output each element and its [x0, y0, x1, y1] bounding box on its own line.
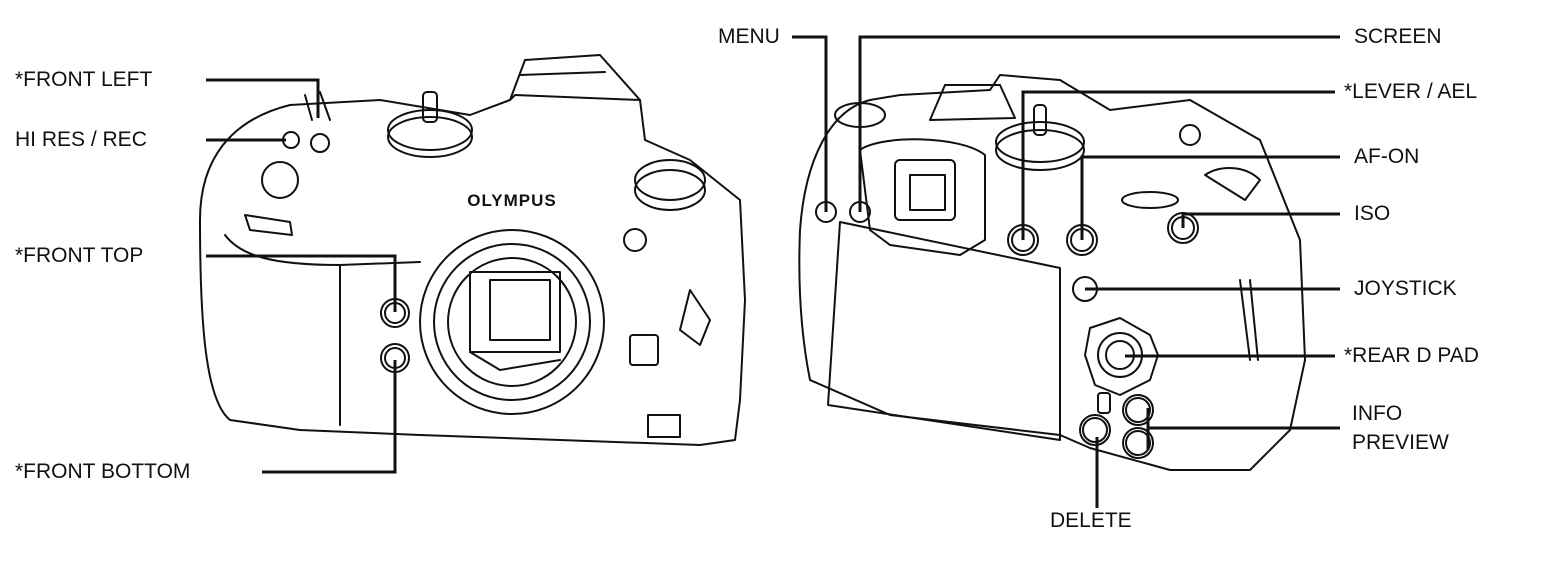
- label-preview: PREVIEW: [1352, 431, 1449, 454]
- label-info: INFO: [1352, 402, 1403, 425]
- leader-iso: [1181, 212, 1340, 228]
- brand-logo: OLYMPUS: [467, 191, 557, 210]
- leader-front-top: [206, 254, 397, 312]
- leader-info-preview: [1146, 408, 1340, 450]
- leader-menu: [792, 35, 828, 212]
- label-menu: MENU: [718, 25, 780, 48]
- label-rear-d-pad: *REAR D PAD: [1344, 344, 1479, 367]
- label-front-bottom: *FRONT BOTTOM: [15, 460, 191, 483]
- front-camera-body: [199, 54, 746, 446]
- label-delete: DELETE: [1050, 509, 1132, 532]
- leader-lever-ael: [1021, 90, 1335, 240]
- label-screen: SCREEN: [1354, 25, 1442, 48]
- label-hi-res-rec: HI RES / REC: [15, 128, 147, 151]
- label-lever-ael: *LEVER / AEL: [1344, 80, 1478, 103]
- leader-front-left: [206, 78, 320, 118]
- leader-lines: [206, 35, 1340, 508]
- label-iso: ISO: [1354, 202, 1391, 225]
- label-front-top: *FRONT TOP: [15, 244, 144, 267]
- rear-camera-body: [798, 74, 1306, 471]
- label-joystick: JOYSTICK: [1354, 277, 1457, 300]
- leader-front-bottom: [262, 360, 397, 474]
- leader-af-on: [1080, 155, 1340, 240]
- label-af-on: AF-ON: [1354, 145, 1420, 168]
- label-front-left: *FRONT LEFT: [15, 68, 153, 91]
- leader-screen: [858, 35, 1340, 212]
